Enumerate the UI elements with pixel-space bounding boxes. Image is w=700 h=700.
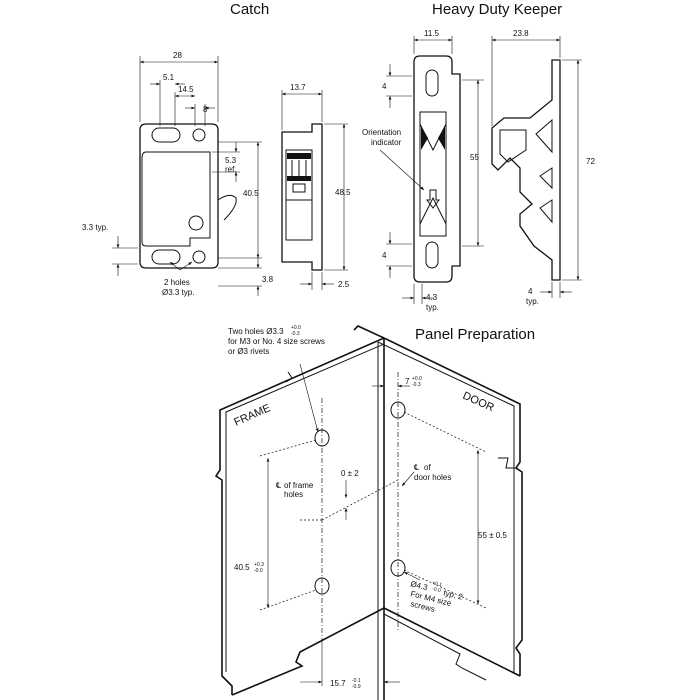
cl-offset: 0 ± 2	[341, 469, 359, 478]
cl-frame-label-2: holes	[284, 490, 303, 499]
keeper-dim-4-top: 4	[382, 82, 387, 91]
panel-dim-7: 7	[405, 377, 410, 386]
panel-title: Panel Preparation	[415, 326, 535, 343]
panel-note-line3: or Ø3 rivets	[228, 347, 269, 356]
panel-dim-40-5: 40.5	[234, 563, 250, 572]
keeper-side-dim-4: 4	[528, 287, 533, 296]
catch-dim-14-5: 14.5	[178, 85, 194, 94]
door-label: DOOR	[461, 390, 496, 414]
keeper-dim-typ: typ.	[426, 303, 439, 312]
panel-note-line2: for M3 or No. 4 size screws	[228, 337, 325, 346]
catch-dim-40-5: 40.5	[243, 189, 259, 198]
door-hole-note-1: Ø4.3	[410, 579, 430, 592]
cl-symbol-frame: ℄	[276, 481, 282, 490]
orientation-label-1: Orientation	[362, 128, 401, 137]
orientation-label-2: indicator	[371, 138, 402, 147]
keeper-front-view: 11.5 4 Orientation indicator 55 4 4.3 ty…	[362, 29, 484, 312]
catch-dim-28: 28	[173, 51, 182, 60]
keeper-dim-4-bottom: 4	[382, 251, 387, 260]
catch-dim-3-8: 3.8	[262, 275, 274, 284]
frame-label: FRAME	[232, 402, 272, 429]
side-dim-2-5: 2.5	[338, 280, 350, 289]
panel-note-line1: Two holes Ø3.3	[228, 327, 284, 336]
catch-dim-8: 8	[203, 105, 208, 114]
catch-holes-label-1: 2 holes	[164, 278, 190, 287]
catch-holes-label-2: Ø3.3 typ.	[162, 288, 194, 297]
side-dim-13-7: 13.7	[290, 83, 306, 92]
panel-dim-15-7-tol-up: -0.1	[352, 678, 361, 684]
catch-front-view: 28 5.1 14.5 8 5.3 ref. 40.5 3.3 typ. 2 h…	[82, 51, 274, 297]
panel-dim-55: 55 ± 0.5	[478, 531, 507, 540]
catch-dim-5-1: 5.1	[163, 73, 175, 82]
panel-dim-7-tol-down: -0.3	[412, 382, 421, 388]
keeper-side-typ: typ.	[526, 297, 539, 306]
panel-note-tol-down: -0.3	[291, 331, 300, 337]
side-dim-48-5: 48.5	[335, 188, 351, 197]
cl-symbol-door: ℄	[414, 463, 420, 472]
panel-preparation-view: Two holes Ø3.3 +0.0 -0.3 for M3 or No. 4…	[214, 325, 523, 700]
keeper-title: Heavy Duty Keeper	[432, 1, 562, 18]
keeper-side-dim-23-8: 23.8	[513, 29, 529, 38]
catch-dim-5-3: 5.3	[225, 156, 237, 165]
catch-dim-3-3-typ: 3.3 typ.	[82, 223, 108, 232]
panel-dim-40-5-tol-up: +0.3	[254, 562, 264, 568]
keeper-side-view: 23.8 72 4 typ.	[491, 29, 595, 306]
cl-door-label-2: door holes	[414, 473, 451, 482]
panel-dim-15-7-tol-down: -0.9	[352, 684, 361, 690]
keeper-dim-4-3: 4.3	[426, 293, 438, 302]
door-hole-note-tol-down: -0.0	[432, 586, 442, 594]
panel-dim-40-5-tol-down: -0.0	[254, 568, 263, 574]
catch-dim-ref: ref.	[225, 165, 237, 174]
keeper-dim-55: 55	[470, 153, 479, 162]
cl-door-label-1: of	[424, 463, 431, 472]
catch-side-view: 13.7 48.5 2.5	[281, 83, 351, 290]
keeper-dim-11-5: 11.5	[424, 29, 440, 38]
cl-frame-label-1: of frame	[284, 481, 314, 490]
panel-note-tol-up: +0.0	[291, 325, 301, 331]
door-hole-note-tol-up: +0.1	[432, 580, 443, 588]
keeper-side-dim-72: 72	[586, 157, 595, 166]
catch-title: Catch	[230, 1, 269, 18]
panel-dim-7-tol-up: +0.0	[412, 376, 422, 382]
panel-dim-15-7: 15.7	[330, 679, 346, 688]
